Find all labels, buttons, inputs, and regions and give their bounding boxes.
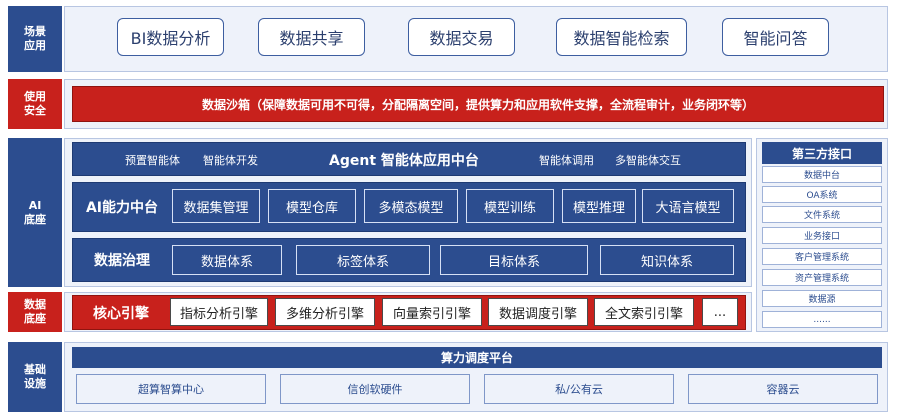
engine-item-more[interactable]: ... bbox=[702, 298, 738, 326]
engine-item-scheduler[interactable]: 数据调度引擎 bbox=[488, 298, 588, 326]
ai-item-dataset[interactable]: 数据集管理 bbox=[172, 189, 260, 223]
engine-item-metric[interactable]: 指标分析引擎 bbox=[170, 298, 268, 326]
engine-item-olap[interactable]: 多维分析引擎 bbox=[275, 298, 375, 326]
data-governance-title: 数据治理 bbox=[94, 253, 150, 269]
infra-item-supercomputing[interactable]: 超算智算中心 bbox=[76, 374, 266, 404]
third-party-item-oa[interactable]: OA系统 bbox=[762, 186, 882, 203]
scenario-app-search[interactable]: 数据智能检索 bbox=[556, 18, 687, 56]
governance-item-knowledge[interactable]: 知识体系 bbox=[600, 245, 734, 275]
layer-label-ai: AI 底座 bbox=[8, 138, 62, 287]
ai-item-model-repo[interactable]: 模型仓库 bbox=[268, 189, 356, 223]
layer-label-data: 数据 底座 bbox=[8, 292, 62, 332]
scenario-app-trade[interactable]: 数据交易 bbox=[408, 18, 515, 56]
agent-dev-label: 智能体开发 bbox=[203, 154, 258, 167]
third-party-title: 第三方接口 bbox=[762, 142, 882, 164]
ai-item-training[interactable]: 模型训练 bbox=[466, 189, 554, 223]
compute-scheduling-bar: 算力调度平台 bbox=[72, 347, 882, 368]
ai-item-inference[interactable]: 模型推理 bbox=[562, 189, 636, 223]
layer-label-scenario: 场景 应用 bbox=[8, 6, 62, 72]
agent-platform-row: 预置智能体 智能体开发 Agent 智能体应用中台 智能体调用 多智能体交互 bbox=[72, 142, 746, 176]
scenario-app-qa[interactable]: 智能问答 bbox=[722, 18, 829, 56]
infra-item-container[interactable]: 容器云 bbox=[688, 374, 878, 404]
core-engine-title: 核心引擎 bbox=[93, 305, 149, 322]
governance-item-tag[interactable]: 标签体系 bbox=[296, 245, 430, 275]
engine-item-vector[interactable]: 向量索引引擎 bbox=[382, 298, 482, 326]
scenario-app-bi[interactable]: BI数据分析 bbox=[117, 18, 224, 56]
ai-capability-row bbox=[72, 182, 746, 232]
ai-item-multimodal[interactable]: 多模态模型 bbox=[364, 189, 458, 223]
third-party-item-data-platform[interactable]: 数据中台 bbox=[762, 166, 882, 183]
scenario-app-share[interactable]: 数据共享 bbox=[258, 18, 365, 56]
governance-item-target[interactable]: 目标体系 bbox=[440, 245, 588, 275]
agent-multi-label: 多智能体交互 bbox=[615, 154, 681, 167]
governance-item-data[interactable]: 数据体系 bbox=[172, 245, 282, 275]
third-party-item-more[interactable]: ...... bbox=[762, 311, 882, 328]
ai-item-llm[interactable]: 大语言模型 bbox=[642, 189, 734, 223]
third-party-item-datasource[interactable]: 数据源 bbox=[762, 290, 882, 307]
third-party-item-crm[interactable]: 客户管理系统 bbox=[762, 248, 882, 265]
third-party-item-business-api[interactable]: 业务接口 bbox=[762, 227, 882, 244]
infra-item-cloud[interactable]: 私/公有云 bbox=[484, 374, 674, 404]
layer-label-infra: 基础 设施 bbox=[8, 342, 62, 412]
infra-item-xinchuang[interactable]: 信创软硬件 bbox=[280, 374, 470, 404]
engine-item-fulltext[interactable]: 全文索引引擎 bbox=[594, 298, 694, 326]
data-sandbox-bar: 数据沙箱（保障数据可用不可得，分配隔离空间，提供算力和应用软件支撑，全流程审计，… bbox=[72, 86, 884, 122]
agent-platform-title: Agent 智能体应用中台 bbox=[329, 153, 479, 169]
layer-label-security: 使用 安全 bbox=[8, 79, 62, 129]
third-party-item-asset[interactable]: 资产管理系统 bbox=[762, 269, 882, 286]
agent-preset-label: 预置智能体 bbox=[125, 154, 180, 167]
third-party-item-file[interactable]: 文件系统 bbox=[762, 206, 882, 223]
ai-capability-title: AI能力中台 bbox=[85, 200, 159, 216]
agent-invoke-label: 智能体调用 bbox=[539, 154, 594, 167]
